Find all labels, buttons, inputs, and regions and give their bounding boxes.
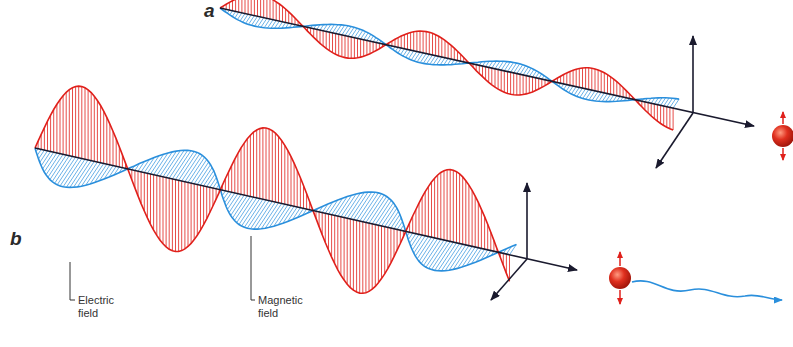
leader-line [70,262,75,300]
axis-arrow [526,183,528,259]
field-label: Electric field [77,294,125,320]
wave-a [220,0,679,130]
electric-hatch [35,86,510,293]
wave-b [35,86,516,293]
propagation-axis [220,8,754,126]
propagation-axis [35,148,577,270]
oscillation-arrow [619,290,621,304]
magnetic-curve [35,148,516,271]
magnetic-hatch [35,148,516,271]
oscillation-arrow [782,148,784,160]
oscillation-arrow [782,112,784,124]
emitted-wave [632,281,782,300]
magnetic-curve [220,8,679,102]
panel-letter: b [10,229,22,249]
oscillation-arrow [619,252,621,266]
field-label: Magnetic field [257,294,313,320]
charge-particle [772,125,793,147]
axis-arrow [692,36,694,113]
electric-curve [35,86,510,293]
electric-curve [220,0,673,130]
axis-arrow [656,113,693,168]
axis-arrow [491,259,527,300]
charge-particle [609,267,631,289]
leader-line [251,236,255,300]
panel-letter: a [204,1,215,21]
